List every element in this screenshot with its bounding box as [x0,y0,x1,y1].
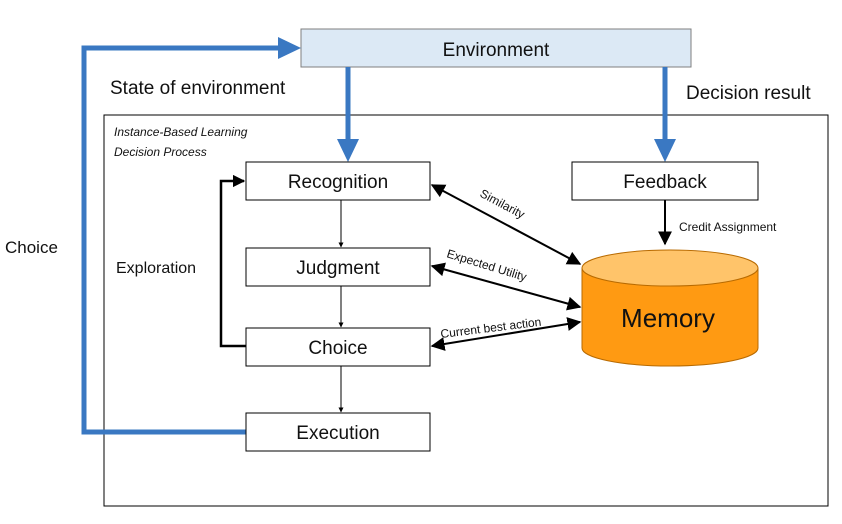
blue-arrows [81,37,676,435]
judgment-label: Judgment [296,258,380,279]
env-to-feedback-arrowhead [654,139,676,162]
decision-result-label: Decision result [686,83,811,104]
credit-assignment-label: Credit Assignment [679,220,777,234]
exploration-loop-arrow [219,174,246,348]
process-frame [103,114,829,507]
choice-box [245,327,431,367]
recognition-label: Recognition [288,172,388,193]
memory-cylinder [581,249,759,367]
memory-label: Memory [621,303,715,333]
choice-loop-arrowhead [278,37,301,59]
execution-box [245,412,431,452]
choice-label: Choice [308,338,367,359]
current-best-action-arrow [430,317,582,351]
process-title-line2: Decision Process [114,145,207,159]
environment-box [300,28,692,68]
choice-loop-arrow [81,45,280,435]
expected-utility-label: Expected Utility [445,246,528,284]
expected-utility-arrow [430,262,582,311]
execution-label: Execution [296,423,379,444]
similarity-arrow [430,184,582,265]
exploration-label: Exploration [116,260,196,277]
environment-label: Environment [443,40,550,61]
judgment-box [245,247,431,287]
process-title-line1: Instance-Based Learning [114,125,248,139]
choice-loop-label: Choice [5,238,58,257]
feedback-box [571,161,759,201]
state-of-environment-label: State of environment [110,78,286,99]
env-to-recognition-arrowhead [337,139,359,162]
similarity-label: Similarity [478,186,528,221]
feedback-label: Feedback [623,172,707,193]
recognition-box [245,161,431,201]
